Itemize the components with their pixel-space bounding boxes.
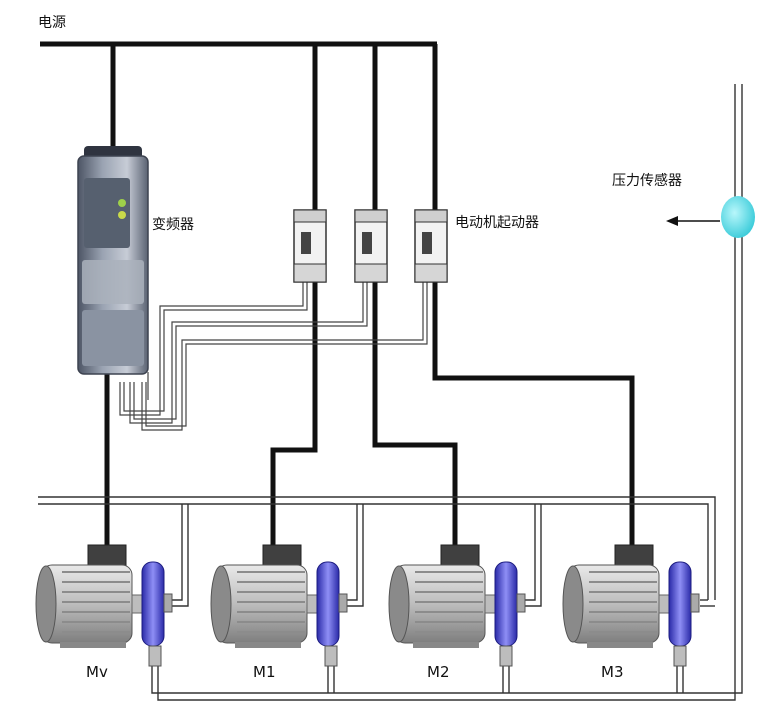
motor-label-m3: M3 [601,663,624,681]
motor-pump-set-m1 [210,544,348,667]
motor-starter-1 [293,209,327,283]
motor-label-mv: Mv [86,663,108,681]
motor-pump-set-mv [35,544,173,667]
inlet-pipe [151,84,743,701]
outlet-pipe [38,496,716,607]
motor-pump-set-m2 [388,544,526,667]
control-wires [119,280,428,431]
motor-starter-label: 电动机起动器 [455,215,539,231]
vfd-unit [77,146,149,375]
motor-starter-3 [414,209,448,283]
motor-pump-set-m3 [562,544,700,667]
motor-label-m2: M2 [427,663,450,681]
power-bus [40,41,438,212]
pressure-sensor [721,196,755,238]
motor-starter-2 [354,209,388,283]
motor-starters [293,209,448,283]
motor-label-m1: M1 [253,663,276,681]
power-source-label: 电源 [38,15,66,31]
vfd-label: 变频器 [152,217,194,233]
pressure-sensor-label: 压力传感器 [612,173,682,189]
signal-arrow-icon [666,216,720,226]
